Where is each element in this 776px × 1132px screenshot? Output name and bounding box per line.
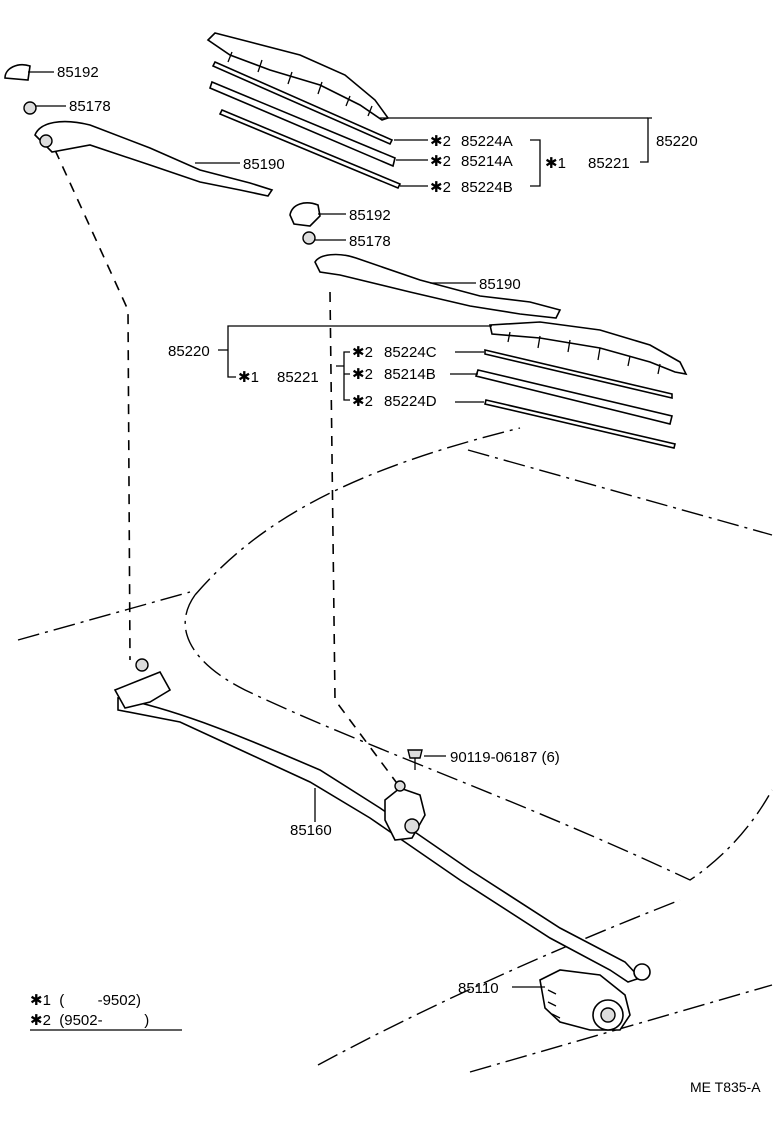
label-refill-a: 85224A [461,133,513,150]
leader-lines [28,71,652,1031]
diagram-code: ME T835-A [690,1079,761,1095]
label-star1-mid: ✱1 [238,369,259,386]
label-refill-d: 85224D [384,393,437,410]
label-star2-refill-b: ✱2 [430,179,451,196]
label-blade-assy-top: 85220 [656,133,698,150]
label-arm-top: 85190 [243,156,285,173]
mid-cap [289,202,321,227]
label-refill-b: 85224B [461,179,513,196]
label-cap-mid: 85192 [349,207,391,224]
wiper-motor [539,969,631,1031]
note-star2: ✱2 (9502- ) [30,1012,149,1029]
label-blade-sub-mid: 85221 [277,369,319,386]
installation-guide-lines [54,149,403,791]
top-wiper-arm [34,120,274,197]
mid-wiper-blade [474,321,688,449]
label-cap-top: 85192 [57,64,99,81]
mid-wiper-arm-group [289,202,562,319]
note-star1: ✱1 ( -9502) [30,992,141,1009]
label-blade-assy-mid: 85220 [168,343,210,360]
label-star2-refill-c: ✱2 [352,344,373,361]
bolt-icon [407,749,423,770]
label-bolt: 90119-06187 (6) [450,749,560,766]
label-motor: 85110 [458,980,499,997]
top-nut [23,101,37,115]
label-rubber-b: 85214B [384,366,436,383]
top-cap [4,63,31,81]
label-nut-top: 85178 [69,98,111,115]
label-star1-top: ✱1 [545,155,566,172]
label-star2-refill-d: ✱2 [352,393,373,410]
mid-nut [302,231,316,245]
label-star2-refill-a: ✱2 [430,133,451,150]
wiper-link [113,658,651,983]
label-nut-mid: 85178 [349,233,391,250]
label-arm-mid: 85190 [479,276,521,293]
windshield-outline [17,427,773,1073]
label-link: 85160 [290,822,332,839]
label-star2-rubber-a: ✱2 [430,153,451,170]
label-star2-rubber-b: ✱2 [352,366,373,383]
label-rubber-a: 85214A [461,153,513,170]
label-refill-c: 85224C [384,344,437,361]
top-wiper-blade [206,32,402,190]
top-wiper-arm-group [4,63,274,197]
mid-wiper-arm [314,253,562,319]
label-blade-sub-top: 85221 [588,155,630,172]
